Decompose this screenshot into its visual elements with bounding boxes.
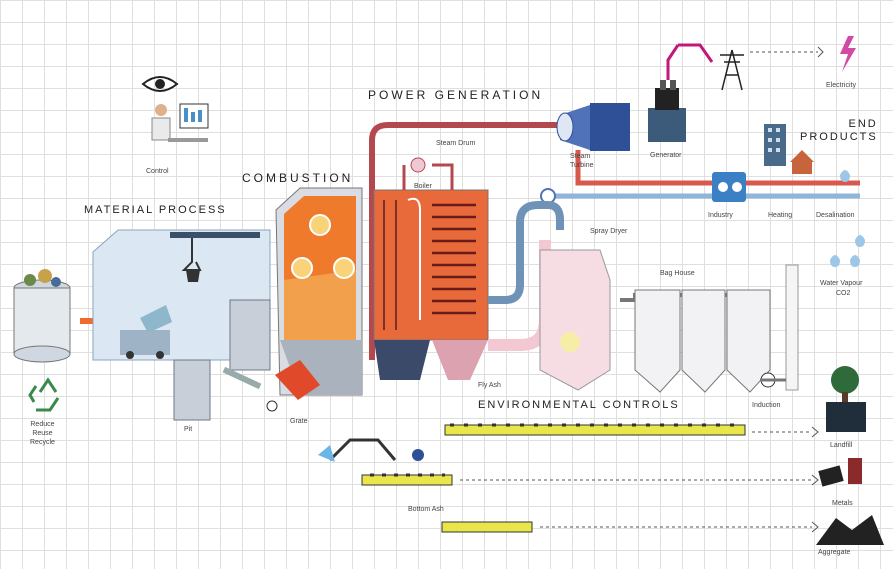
bag-house [620, 290, 770, 392]
label-heating: Heating [768, 212, 792, 219]
generator-line [668, 45, 678, 80]
label-electricity: Electricity [826, 82, 856, 89]
fly-ash-conveyor [445, 425, 745, 435]
label-spray-dryer: Spray Dryer [590, 228, 627, 235]
label-grate: Grate [290, 418, 308, 425]
label-control: Control [146, 168, 169, 175]
label-steam-turbine-line1: Steam [570, 152, 593, 161]
section-environmental-controls: ENVIRONMENTAL CONTROLS [478, 399, 680, 411]
power-line [678, 45, 712, 62]
recycle-icon [30, 380, 58, 410]
label-fly-ash: Fly Ash [478, 382, 501, 389]
label-boiler: Boiler [414, 183, 432, 190]
label-desalination: Desalination [816, 212, 855, 219]
label-pit: Pit [184, 426, 192, 433]
eye-icon [143, 77, 177, 91]
section-material-process: MATERIAL PROCESS [84, 204, 227, 216]
section-end-products-line1: END [800, 118, 878, 131]
label-reuse: Reuse [30, 429, 55, 438]
transmission-tower-icon [720, 50, 744, 90]
label-induction-fan: Induction [752, 402, 780, 409]
operator-icon [152, 104, 208, 142]
steam-drum [411, 158, 425, 172]
label-metals: Metals [832, 500, 853, 507]
label-recycle: Recycle [30, 438, 55, 447]
label-generator: Generator [650, 152, 682, 159]
bottom-ash-conveyor [362, 475, 532, 532]
arrow-icon [818, 47, 823, 57]
stack [786, 265, 798, 390]
tree-icon [826, 366, 866, 432]
label-bag-house: Bag House [660, 270, 695, 277]
label-reduce: Reduce [30, 420, 55, 429]
label-industry: Industry [708, 212, 733, 219]
label-landfill: Landfill [830, 442, 852, 449]
label-steam-drum: Steam Drum [436, 140, 475, 147]
generator [648, 80, 686, 142]
lightning-icon [840, 36, 856, 72]
combustion-chamber [275, 188, 362, 400]
label-aggregate: Aggregate [818, 549, 850, 556]
label-bottom-ash: Bottom Ash [408, 506, 444, 513]
section-end-products-line2: PRODUCTS [800, 131, 878, 144]
label-steam-turbine-line2: Turbine [570, 161, 593, 170]
spray-dryer [540, 250, 610, 390]
magnet-icon [412, 449, 424, 461]
factory-icon [764, 124, 786, 166]
steam-turbine [557, 103, 630, 151]
section-combustion: COMBUSTION [242, 171, 353, 185]
pump-icon [541, 189, 555, 203]
house-icon [790, 150, 814, 174]
boiler [374, 190, 488, 380]
quench-water [318, 445, 335, 462]
label-water-vapor: Water Vapour [820, 280, 862, 287]
feed-hopper [230, 300, 270, 370]
section-power-generation: POWER GENERATION [368, 88, 543, 102]
label-co2: CO2 [836, 290, 850, 297]
label-reduce-reuse-recycle: Reduce Reuse Recycle [30, 420, 55, 447]
section-end-products: END PRODUCTS [800, 118, 878, 144]
waste-bin [14, 269, 70, 362]
aggregate-icon [816, 515, 884, 545]
waste-pit [174, 360, 210, 420]
label-steam-turbine: Steam Turbine [570, 152, 593, 170]
metals-icon [818, 458, 862, 487]
